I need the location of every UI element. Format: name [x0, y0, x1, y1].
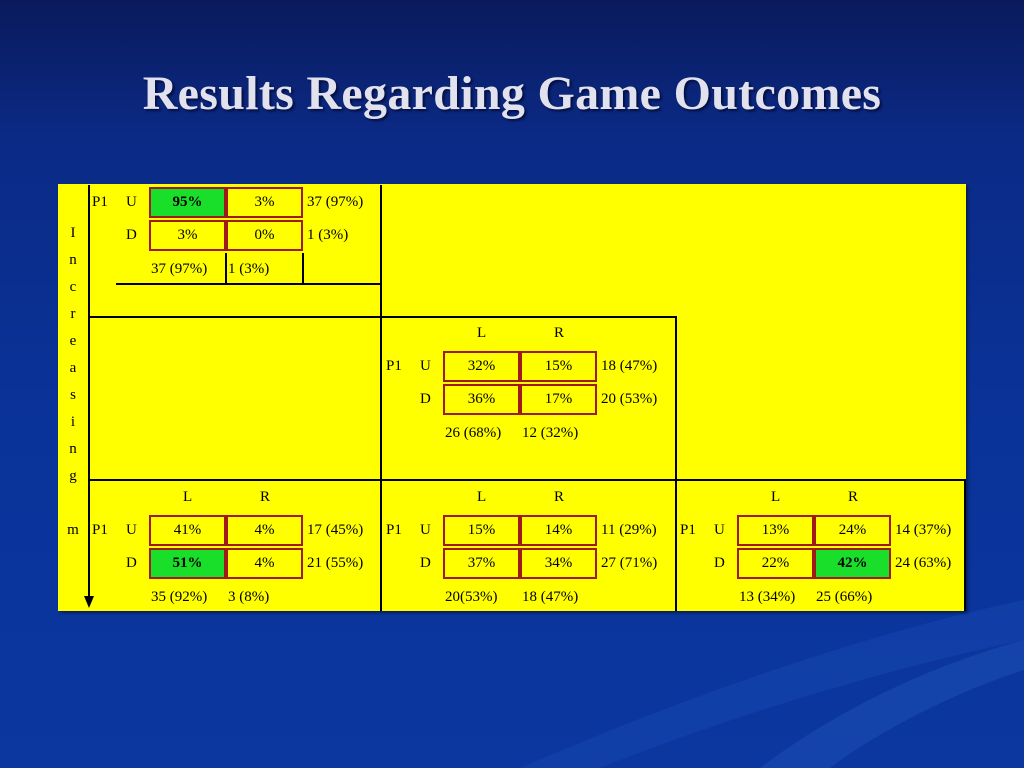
side-label-letter: i: [70, 414, 76, 430]
payoff-cell: 15%: [520, 351, 597, 382]
row-label: U: [126, 522, 137, 538]
row-label: D: [714, 555, 725, 571]
row-total: 14 (37%): [895, 522, 952, 538]
col-total: 37 (97%): [151, 261, 208, 277]
slide-title: Results Regarding Game Outcomes: [142, 67, 882, 120]
total-divider: [225, 253, 227, 285]
payoff-cell: 17%: [520, 384, 597, 415]
col-total: 18 (47%): [522, 589, 579, 605]
col-label: L: [771, 489, 781, 505]
payoff-cell: 24%: [814, 515, 891, 546]
col-label: R: [848, 489, 859, 505]
col-label: L: [477, 489, 487, 505]
side-label-letter: n: [69, 441, 77, 457]
row-total: 17 (45%): [307, 522, 364, 538]
payoff-cell: 42%: [814, 548, 891, 579]
payoff-cell: 3%: [226, 187, 303, 218]
row-label: D: [420, 391, 431, 407]
col-total: 13 (34%): [739, 589, 796, 605]
row-label: D: [126, 227, 137, 243]
player-label: P1: [92, 194, 108, 210]
col-total: 25 (66%): [816, 589, 873, 605]
payoff-cell: 32%: [443, 351, 520, 382]
col-label: R: [554, 325, 565, 341]
side-label-letter: r: [70, 306, 76, 322]
payoff-cell: 51%: [149, 548, 226, 579]
row-label: U: [126, 194, 137, 210]
increasing-arrow: [88, 185, 90, 605]
col-total: 26 (68%): [445, 425, 502, 441]
payoff-cell: 3%: [149, 220, 226, 251]
player-label: P1: [680, 522, 696, 538]
payoff-cell: 34%: [520, 548, 597, 579]
col-label: R: [554, 489, 565, 505]
payoff-cell: 36%: [443, 384, 520, 415]
side-label-letter: e: [69, 333, 77, 349]
divider: [88, 479, 966, 481]
col-total: 12 (32%): [522, 425, 579, 441]
divider: [675, 316, 677, 611]
divider: [964, 480, 966, 611]
col-label: L: [183, 489, 193, 505]
divider: [380, 185, 382, 611]
player-label: P1: [386, 358, 402, 374]
payoff-cell: 15%: [443, 515, 520, 546]
row-total: 1 (3%): [307, 227, 349, 243]
row-total: 24 (63%): [895, 555, 952, 571]
col-total: 35 (92%): [151, 589, 208, 605]
row-total: 18 (47%): [601, 358, 658, 374]
player-label: P1: [92, 522, 108, 538]
row-total: 21 (55%): [307, 555, 364, 571]
side-label-letter: g: [69, 468, 77, 484]
row-total: 27 (71%): [601, 555, 658, 571]
col-total: 3 (8%): [228, 589, 270, 605]
row-total: 11 (29%): [601, 522, 657, 538]
payoff-cell: 22%: [737, 548, 814, 579]
side-label-letter: a: [69, 360, 77, 376]
side-label-letter: I: [70, 225, 76, 241]
row-label: D: [420, 555, 431, 571]
payoff-cell: 4%: [226, 548, 303, 579]
side-label-letter: n: [69, 252, 77, 268]
row-total: 20 (53%): [601, 391, 658, 407]
arrow-head-icon: [84, 596, 94, 608]
payoff-cell: 95%: [149, 187, 226, 218]
payoff-cell: 41%: [149, 515, 226, 546]
col-total: 1 (3%): [228, 261, 270, 277]
payoff-cell: 14%: [520, 515, 597, 546]
row-label: U: [714, 522, 725, 538]
col-total: 20(53%): [445, 589, 498, 605]
side-label-letter: c: [69, 279, 77, 295]
row-label: U: [420, 522, 431, 538]
col-label: L: [477, 325, 487, 341]
side-label-letter: m: [67, 522, 79, 538]
total-divider: [302, 253, 304, 285]
payoff-cell: 37%: [443, 548, 520, 579]
side-label-letter: s: [70, 387, 76, 403]
divider: [116, 283, 382, 285]
col-label: R: [260, 489, 271, 505]
divider: [88, 316, 677, 318]
row-label: U: [420, 358, 431, 374]
player-label: P1: [386, 522, 402, 538]
payoff-cell: 0%: [226, 220, 303, 251]
row-total: 37 (97%): [307, 194, 364, 210]
payoff-cell: 4%: [226, 515, 303, 546]
row-label: D: [126, 555, 137, 571]
payoff-cell: 13%: [737, 515, 814, 546]
